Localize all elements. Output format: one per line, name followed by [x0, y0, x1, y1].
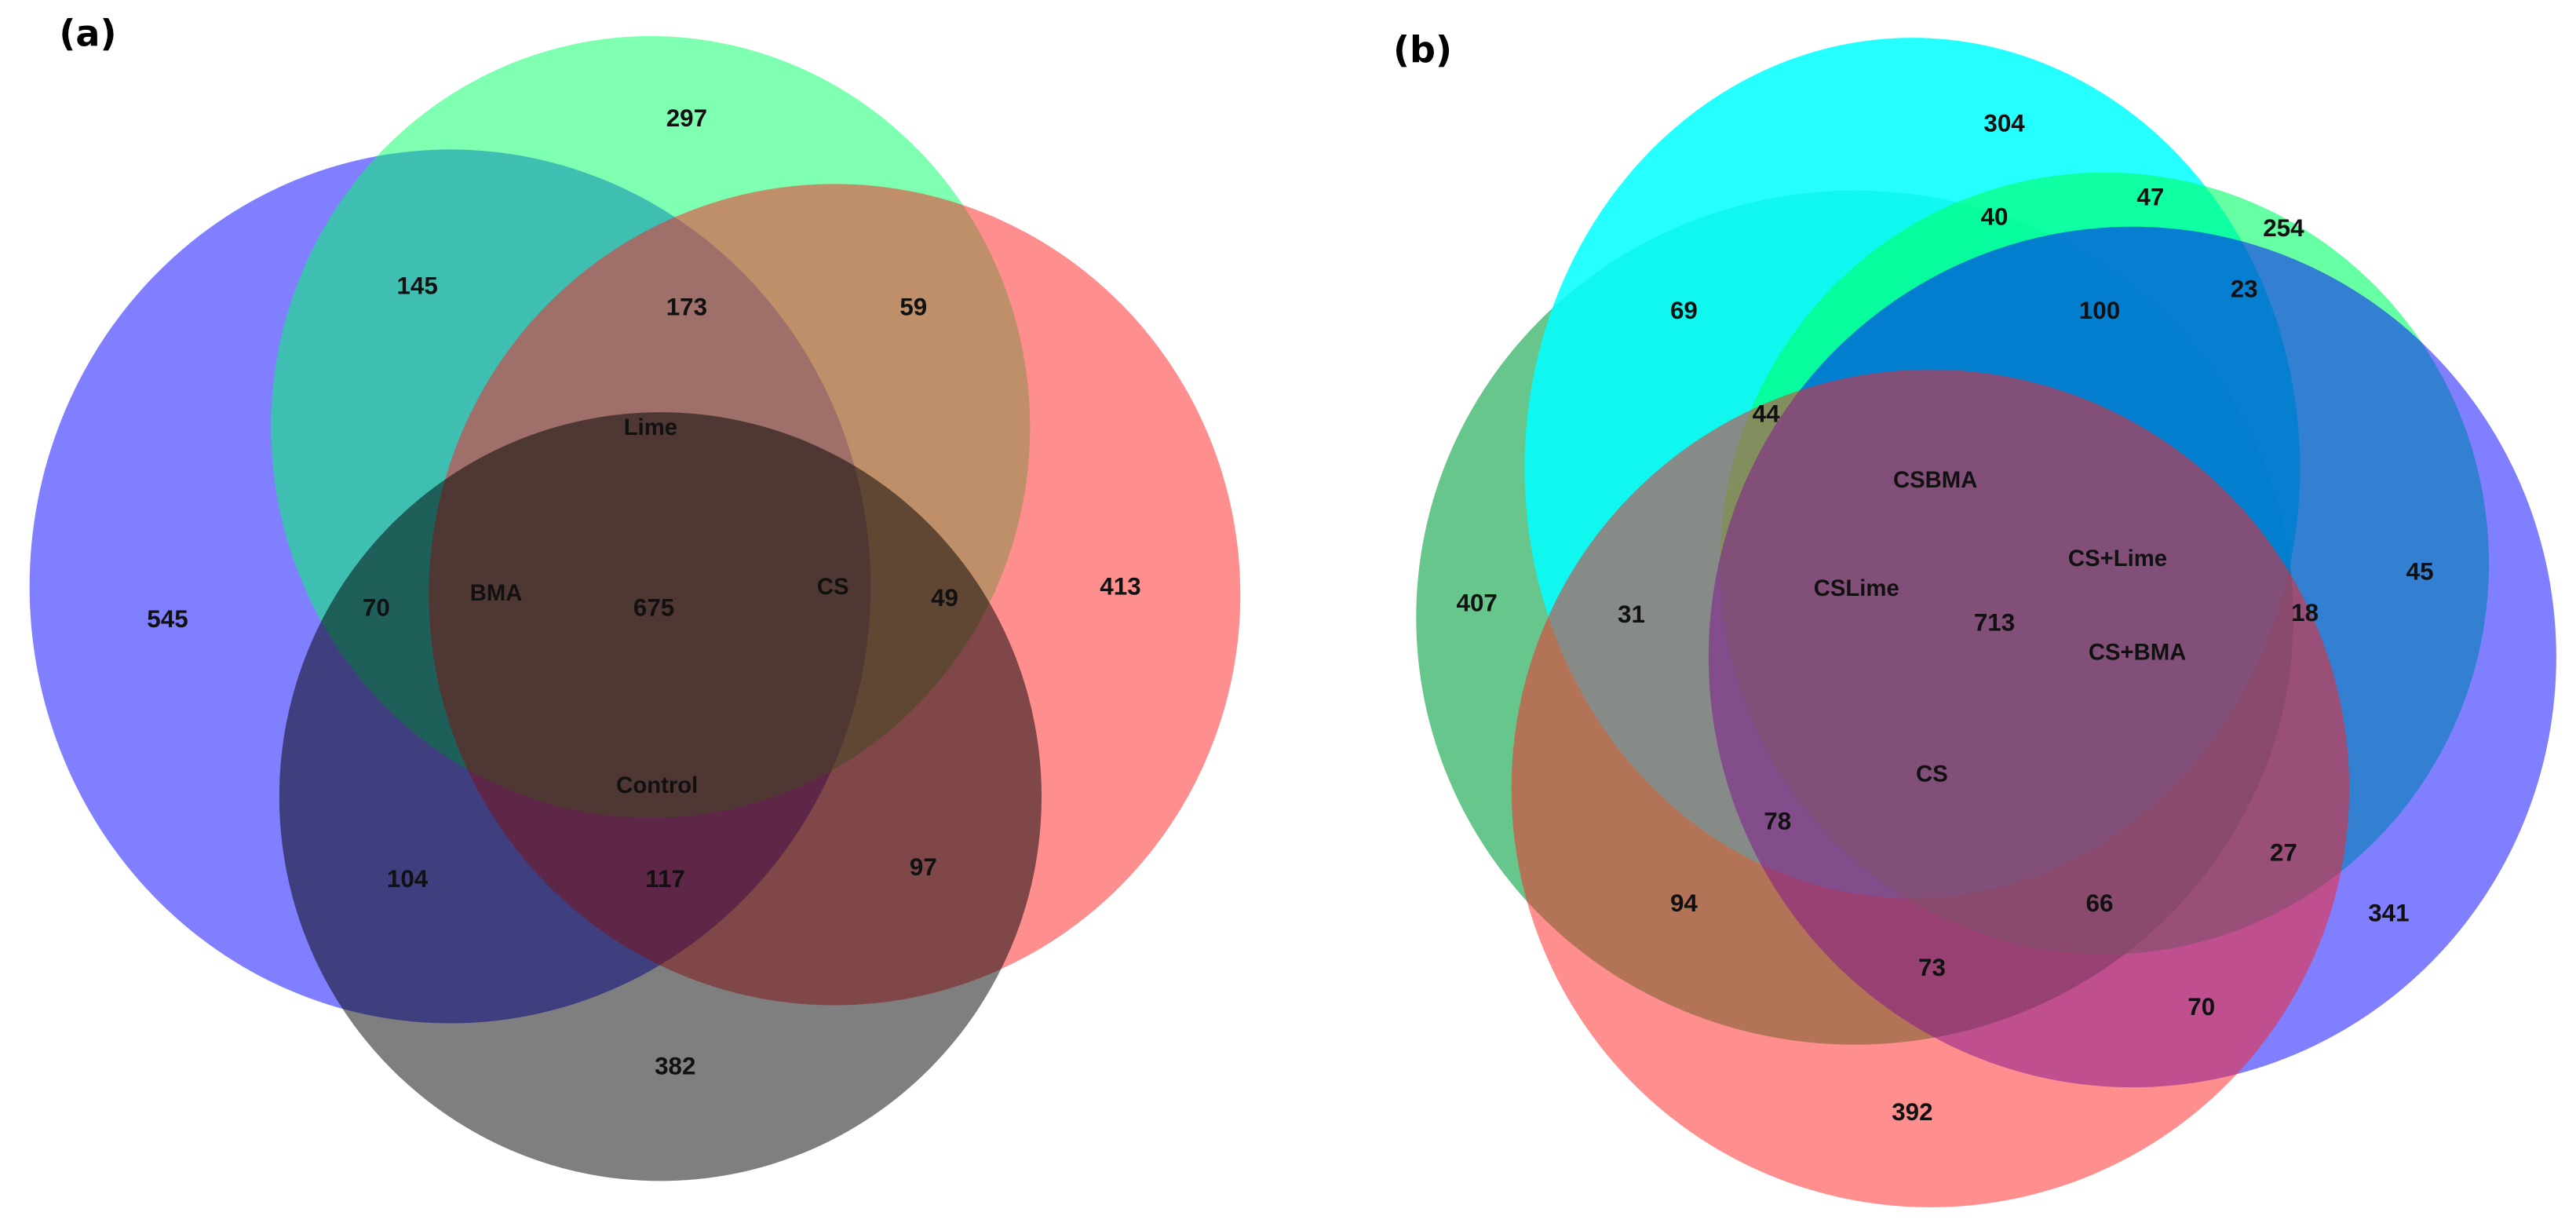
- region-value: 254: [2263, 214, 2304, 242]
- region-value: 27: [2270, 838, 2297, 866]
- set-cs-ellipse: [1511, 369, 2350, 1207]
- region-value: 97: [910, 853, 937, 881]
- set-label-control: Control: [616, 772, 698, 798]
- region-value: 70: [363, 594, 390, 622]
- set-control-ellipse: [279, 412, 1042, 1181]
- region-value: 713: [1974, 608, 2015, 636]
- panel-b: (b) 304 40 47 254 69 100 23 44 407 31 71…: [1393, 29, 2556, 1207]
- region-value: 297: [666, 104, 707, 132]
- set-label-lime: Lime: [624, 414, 677, 440]
- region-value: 70: [2187, 993, 2215, 1021]
- set-label-cs-lime: CS+Lime: [2068, 546, 2167, 572]
- region-value: 31: [1618, 601, 1645, 628]
- region-value: 73: [1918, 954, 1946, 981]
- panel-a: (a) 297 145 173 59 545 70 675 49 413 104…: [29, 13, 1241, 1181]
- region-value: 145: [396, 272, 437, 299]
- region-value: 18: [2291, 599, 2319, 626]
- region-value: 382: [655, 1052, 695, 1079]
- set-label-cs-bma: CS+BMA: [2089, 640, 2186, 666]
- region-value: 69: [1670, 297, 1698, 324]
- set-label-csbma: CSBMA: [1893, 467, 1977, 493]
- region-value: 341: [2368, 900, 2409, 927]
- region-value: 49: [931, 584, 958, 612]
- set-label-cs: CS: [1916, 761, 1948, 787]
- set-label-bma: BMA: [470, 580, 523, 606]
- region-value: 94: [1670, 889, 1698, 917]
- region-value: 40: [1981, 203, 2009, 231]
- set-label-cslime: CSLime: [1814, 575, 1899, 601]
- region-value: 117: [645, 865, 685, 893]
- region-value: 407: [1457, 589, 1498, 616]
- region-value: 59: [899, 294, 927, 321]
- region-value: 104: [387, 865, 429, 893]
- panel-a-label: (a): [59, 13, 116, 55]
- region-value: 675: [633, 594, 674, 622]
- region-value: 23: [2231, 276, 2258, 303]
- set-label-cs: CS: [817, 574, 849, 600]
- region-value: 545: [147, 605, 188, 633]
- region-value: 47: [2136, 183, 2164, 210]
- region-value: 413: [1100, 572, 1140, 600]
- panel-b-label: (b): [1393, 29, 1452, 71]
- region-value: 392: [1892, 1098, 1932, 1126]
- region-value: 100: [2079, 297, 2120, 324]
- region-value: 66: [2086, 889, 2114, 917]
- region-value: 78: [1764, 808, 1791, 835]
- region-value: 173: [666, 294, 707, 321]
- region-value: 304: [1983, 109, 2025, 137]
- region-value: 45: [2406, 558, 2434, 586]
- region-value: 44: [1753, 400, 1780, 428]
